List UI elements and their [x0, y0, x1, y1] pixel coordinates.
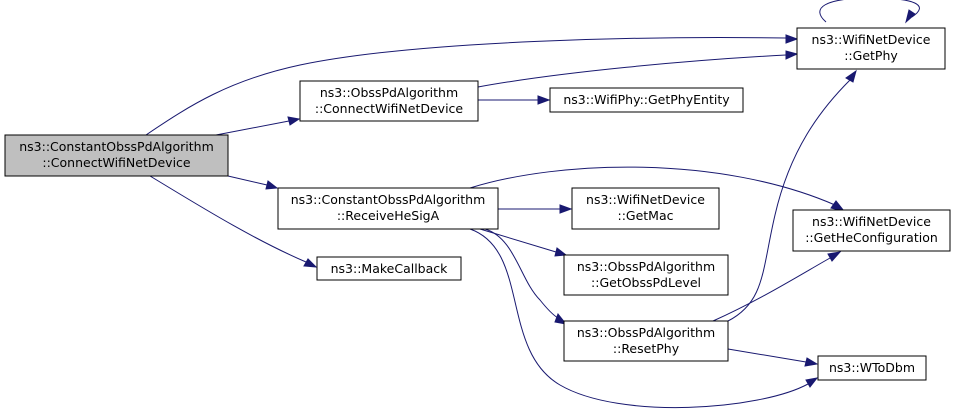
edge-receive-to-get-obss-pd-level-arrowhead — [554, 247, 568, 257]
edge-root-to-receive-he-sig-a-arrowhead — [265, 180, 279, 190]
edge-root-to-obss-connect-arrowhead — [287, 116, 301, 126]
edge-obss-connect-to-get-phy — [477, 54, 787, 88]
node-label-line1: ns3::ObssPdAlgorithm — [320, 85, 458, 100]
edge-obss-connect-to-get-phy-arrowhead — [785, 50, 799, 60]
node-label-line1: ns3::WifiNetDevice — [812, 214, 931, 229]
node-wifi-net-device-get-phy[interactable]: ns3::WifiNetDevice ::GetPhy — [796, 27, 946, 70]
edge-root-to-make-callback — [149, 175, 307, 263]
node-label-line1: ns3::WifiNetDevice — [586, 192, 705, 207]
edge-reset-phy-to-w-to-dbm — [727, 348, 807, 363]
edge-obss-connect-to-get-phy-entity-arrowhead — [537, 95, 551, 105]
edge-receive-to-get-mac-arrowhead — [559, 204, 573, 214]
edge-root-to-get-phy — [145, 37, 787, 136]
node-obss-pd-reset-phy[interactable]: ns3::ObssPdAlgorithm ::ResetPhy — [563, 320, 729, 362]
node-label-line2: ::ReceiveHeSigA — [337, 208, 440, 223]
edge-receive-to-w-to-dbm — [469, 228, 809, 409]
node-label-line2: ::GetMac — [617, 208, 673, 223]
edge-reset-phy-to-get-he-configuration-arrowhead — [827, 251, 842, 262]
node-label-line1: ns3::ObssPdAlgorithm — [577, 325, 715, 340]
edge-reset-phy-to-get-phy-arrowhead — [845, 69, 857, 83]
node-label-line2: ::GetHeConfiguration — [805, 230, 938, 245]
node-label-line2: ::ResetPhy — [613, 341, 680, 356]
node-label-line1: ns3::WToDbm — [829, 360, 915, 375]
edge-receive-to-reset-phy-arrowhead — [554, 313, 568, 325]
node-label-line1: ns3::MakeCallback — [331, 261, 449, 276]
node-wifi-net-device-get-he-configuration[interactable]: ns3::WifiNetDevice ::GetHeConfiguration — [792, 209, 951, 252]
edge-receive-to-reset-phy — [484, 228, 559, 319]
node-receive-he-sig-a[interactable]: ns3::ConstantObssPdAlgorithm ::ReceiveHe… — [277, 187, 499, 230]
node-wifi-net-device-get-mac[interactable]: ns3::WifiNetDevice ::GetMac — [571, 187, 720, 230]
node-label-line1: ns3::ObssPdAlgorithm — [577, 259, 715, 274]
node-wifi-phy-get-phy-entity[interactable]: ns3::WifiPhy::GetPhyEntity — [549, 87, 744, 113]
node-obss-pd-get-obss-pd-level[interactable]: ns3::ObssPdAlgorithm ::GetObssPdLevel — [563, 254, 729, 296]
node-label-line1: ns3::WifiNetDevice — [812, 32, 931, 47]
edge-root-to-obss-connect — [215, 120, 290, 136]
node-label-line2: ::ConnectWifiNetDevice — [315, 101, 464, 116]
node-obss-pd-connect-wifi-net-device[interactable]: ns3::ObssPdAlgorithm ::ConnectWifiNetDev… — [299, 80, 479, 122]
node-label-line2: ::GetObssPdLevel — [591, 275, 701, 290]
edge-root-to-receive-he-sig-a — [227, 175, 268, 186]
edge-reset-phy-to-get-phy — [727, 79, 851, 322]
node-make-callback[interactable]: ns3::MakeCallback — [316, 256, 462, 281]
edge-receive-to-get-obss-pd-level — [479, 228, 557, 253]
edges — [145, 0, 920, 409]
edge-get-phy-self-loop-arrowhead — [905, 9, 916, 24]
edge-get-phy-self-loop — [819, 0, 920, 23]
node-label-line1: ns3::ConstantObssPdAlgorithm — [291, 192, 486, 207]
edge-root-to-make-callback-arrowhead — [303, 258, 318, 268]
edge-receive-to-get-he-configuration — [469, 166, 836, 206]
node-label-line2: ::ConnectWifiNetDevice — [42, 155, 191, 170]
edge-root-to-get-phy-arrowhead — [785, 34, 799, 44]
edge-reset-phy-to-get-he-configuration — [712, 257, 831, 322]
nodes: ns3::ConstantObssPdAlgorithm ::ConnectWi… — [4, 27, 951, 381]
node-label-line2: ::GetPhy — [844, 48, 898, 63]
node-w-to-dbm[interactable]: ns3::WToDbm — [817, 355, 927, 381]
node-label-line1: ns3::WifiPhy::GetPhyEntity — [563, 92, 730, 107]
edge-receive-to-w-to-dbm-arrowhead — [805, 377, 819, 388]
node-constant-obss-pd-connect-wifi-net-device[interactable]: ns3::ConstantObssPdAlgorithm ::ConnectWi… — [4, 134, 229, 177]
node-label-line1: ns3::ConstantObssPdAlgorithm — [19, 139, 214, 154]
edge-reset-phy-to-w-to-dbm-arrowhead — [804, 357, 819, 367]
